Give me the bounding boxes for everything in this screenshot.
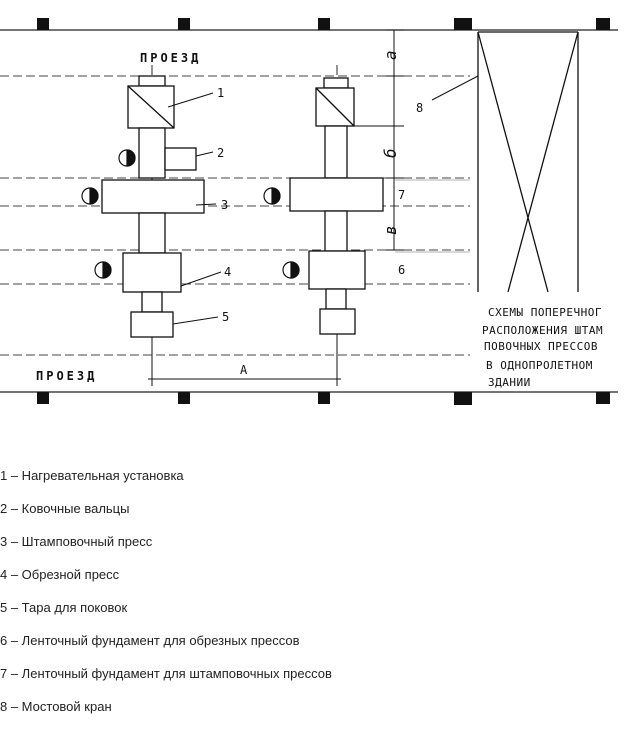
dimension-v: в: [381, 225, 400, 235]
callout-7: 7: [398, 188, 405, 202]
legend-item-7: 7 – Ленточный фундамент для штамповочных…: [0, 666, 332, 681]
column-bottom-3: [318, 392, 330, 404]
dimension-A: А: [240, 363, 248, 377]
right-stamping-press: [289, 177, 384, 212]
left-forging-container: [130, 311, 174, 338]
legend-item-3: 3 – Штамповочный пресс: [0, 534, 153, 549]
right-forging-container: [319, 308, 356, 335]
caption-line-2: РАСПОЛОЖЕНИЯ ШТАМ: [482, 324, 603, 337]
dimension-a: а: [381, 50, 400, 60]
left-heater-top-cap: [138, 75, 166, 87]
callout-8: 8: [416, 101, 423, 115]
left-equipment-line: [101, 65, 205, 350]
operator-symbols-right: [263, 187, 300, 279]
dimension-letters: а б в: [381, 50, 400, 235]
column-bottom-1: [37, 392, 49, 404]
operator-symbols-left: [81, 149, 136, 279]
left-trimming-press: [122, 252, 182, 293]
legend-item-1: 1 – Нагревательная установка: [0, 468, 184, 483]
bridge-crane: [477, 31, 579, 293]
legend: 1 – Нагревательная установка 2 – Ковочны…: [0, 462, 620, 726]
horizontal-dimension-A: [148, 334, 341, 386]
callout-6: 6: [398, 263, 405, 277]
driveway-label-bottom: ПРОЕЗД: [36, 369, 97, 383]
scheme-caption: СХЕМЫ ПОПЕРЕЧНОГ РАСПОЛОЖЕНИЯ ШТАМ ПОВОЧ…: [482, 306, 603, 389]
vertical-dimension-chain: [350, 29, 404, 251]
building-columns: [37, 18, 610, 405]
dimension-b: б: [381, 148, 400, 158]
right-heating-unit-diagonal: [315, 87, 355, 127]
callout-2: 2: [217, 146, 224, 160]
column-bottom-5: [596, 392, 610, 404]
right-heater-top-cap: [323, 77, 349, 89]
callout-1: 1: [217, 86, 224, 100]
dashed-strip-lines: [0, 75, 470, 356]
column-bottom-2: [178, 392, 190, 404]
caption-line-5: ЗДАНИИ: [488, 376, 531, 389]
column-bottom-4: [454, 392, 472, 405]
caption-line-1: СХЕМЫ ПОПЕРЕЧНОГ: [488, 306, 602, 319]
column-top-4: [454, 18, 472, 30]
right-trimming-press: [308, 250, 366, 290]
left-conveyor-3: [141, 291, 163, 313]
column-top-2: [178, 18, 190, 30]
column-top-1: [37, 18, 49, 30]
column-top-5: [596, 18, 610, 30]
left-heating-unit-diagonal: [127, 85, 175, 129]
left-conveyor-1: [138, 127, 166, 179]
leader-lines: [167, 75, 479, 325]
legend-item-2: 2 – Ковочные вальцы: [0, 501, 130, 516]
callout-5: 5: [222, 310, 229, 324]
callout-3: 3: [221, 198, 228, 212]
right-conveyor-3: [325, 288, 347, 310]
left-conveyor-2: [138, 212, 166, 254]
caption-line-4: В ОДНОПРОЛЕТНОМ: [486, 359, 593, 372]
callout-numbers: 1 2 3 4 5 8 7 6: [217, 86, 423, 324]
legend-item-6: 6 – Ленточный фундамент для обрезных пре…: [0, 633, 300, 648]
legend-item-4: 4 – Обрезной пресс: [0, 567, 120, 582]
right-conveyor-1: [324, 125, 348, 179]
column-top-3: [318, 18, 330, 30]
driveway-label-top: ПРОЕЗД: [140, 51, 201, 65]
left-stamping-press: [101, 179, 205, 214]
caption-line-3: ПОВОЧНЫХ ПРЕССОВ: [484, 340, 598, 353]
legend-item-8: 8 – Мостовой кран: [0, 699, 112, 714]
right-equipment-line: [289, 65, 384, 350]
left-forging-rolls: [164, 147, 197, 171]
right-conveyor-2: [324, 210, 348, 252]
legend-item-5: 5 – Тара для поковок: [0, 600, 128, 615]
press-layout-drawing: ПРОЕЗД ПРОЕЗД: [0, 18, 618, 405]
callout-4: 4: [224, 265, 231, 279]
